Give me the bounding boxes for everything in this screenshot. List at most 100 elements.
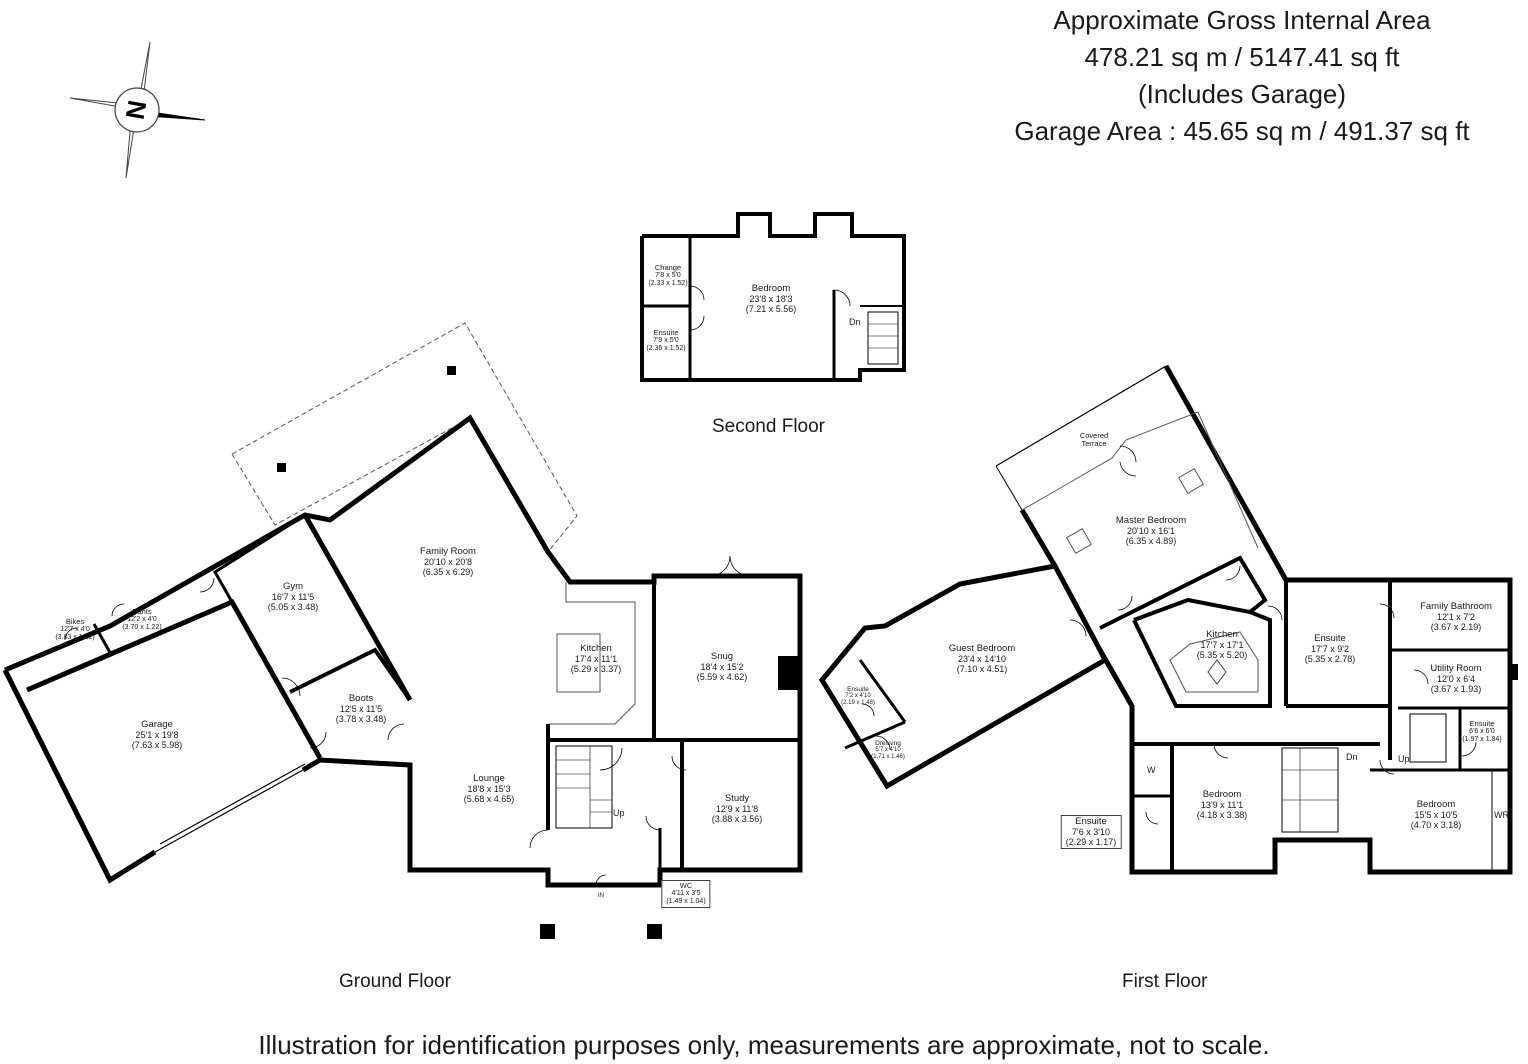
room-imperial: 15'5 x 10'5 xyxy=(1414,810,1458,820)
room-name: Bikes xyxy=(65,617,85,626)
room-study: Study 12'9 x 11'8 (3.88 x 3.56) xyxy=(711,793,763,825)
room-imperial: 7'2 x 4'10 xyxy=(845,693,871,699)
room-wc: WC 4'11 x 3'5 (1.49 x 1.04) xyxy=(661,880,711,908)
room-metric: (3.70 x 1.22) xyxy=(122,624,162,631)
room-imperial: 12'1 x 7'2 xyxy=(1437,612,1475,622)
stairs-up-label: Up xyxy=(613,808,625,818)
second-floor-plan xyxy=(640,212,906,382)
ground-floor-label: Ground Floor xyxy=(339,971,451,992)
room-name: Gym xyxy=(282,581,304,592)
compass-rose-icon: N xyxy=(69,41,206,179)
room-imperial: 23'8 x 18'3 xyxy=(749,294,793,304)
room-imperial: 17'7 x 17'1 xyxy=(1200,640,1244,650)
room-metric: (5.59 x 4.62) xyxy=(696,672,748,682)
room-name: Boots xyxy=(348,693,374,704)
room-metric: (1.49 x 1.04) xyxy=(666,898,706,905)
room-covered-terrace: Covered Terrace xyxy=(1080,432,1108,448)
room-boots: Boots 12'5 x 11'5 (3.78 x 3.48) xyxy=(336,693,387,725)
stairs-down-label: Dn xyxy=(849,317,861,327)
room-metric: (6.35 x 6.29) xyxy=(422,567,474,577)
room-bedroom-mid: Bedroom 13'9 x 11'1 (4.18 x 3.38) xyxy=(1197,789,1248,821)
room-metric: (5.35 x 5.20) xyxy=(1196,650,1248,660)
room-name: Guest Bedroom xyxy=(948,643,1016,654)
room-imperial: 16'7 x 11'5 xyxy=(271,592,315,602)
room-kitchen-first: Kitchen 17'7 x 17'1 (5.35 x 5.20) xyxy=(1196,629,1248,661)
room-metric: (1.71 x 1.46) xyxy=(871,754,905,760)
area-title: Approximate Gross Internal Area xyxy=(1053,5,1431,35)
room-metric: (4.70 x 3.18) xyxy=(1410,820,1462,830)
room-ensuite-boxed: Ensuite 7'6 x 3'10 (2.29 x 1.17) xyxy=(1060,815,1122,849)
room-garage: Garage 25'1 x 19'8 (7.63 x 5.98) xyxy=(132,720,183,751)
room-imperial: 23'4 x 14'10 xyxy=(958,654,1006,664)
room-name: Ensuite xyxy=(653,328,679,337)
disclaimer: Illustration for identification purposes… xyxy=(258,1030,1270,1060)
room-metric: (3.88 x 3.56) xyxy=(711,814,763,824)
stairs-up-label: Up xyxy=(1398,754,1410,764)
room-imperial: 20'10 x 20'8 xyxy=(424,557,472,567)
room-pants: Pants 12'2 x 4'0 (3.70 x 1.22) xyxy=(122,608,161,632)
room-metric: (5.05 x 3.48) xyxy=(267,602,319,612)
entrance-label: IN xyxy=(598,893,604,899)
room-gym: Gym 16'7 x 11'5 (5.05 x 3.48) xyxy=(267,581,319,613)
room-imperial: 5'7 x 4'10 xyxy=(875,747,901,753)
stairs-down-label: Dn xyxy=(1346,752,1358,762)
room-name: Ensuite xyxy=(847,686,869,693)
first-floor-label: First Floor xyxy=(1122,971,1208,992)
room-name: Bedroom xyxy=(1416,799,1456,810)
room-imperial: 12'7 x 4'0 xyxy=(60,626,90,633)
room-guest-bedroom: Guest Bedroom 23'4 x 14'10 (7.10 x 4.51) xyxy=(948,643,1016,675)
room-imperial: 7'9 x 5'0 xyxy=(653,337,679,344)
room-imperial: 18'4 x 15'2 xyxy=(700,662,744,672)
room-guest-ensuite: Ensuite 7'2 x 4'10 (2.19 x 1.48) xyxy=(841,686,875,707)
room-name: WC xyxy=(679,881,693,890)
room-ensuite-small: Ensuite 6'6 x 6'0 (1.97 x 1.84) xyxy=(1462,720,1501,744)
room-name: Snug xyxy=(710,651,734,662)
room-bedroom-right: Bedroom 15'5 x 10'5 (4.70 x 3.18) xyxy=(1410,799,1462,831)
room-name: Lounge xyxy=(473,773,505,784)
room-name: Kitchen xyxy=(1206,629,1238,640)
room-metric: (5.29 x 3.37) xyxy=(570,664,622,674)
room-imperial: 13'9 x 11'1 xyxy=(1200,800,1244,810)
svg-text:N: N xyxy=(120,98,153,122)
room-name: Kitchen xyxy=(580,643,612,654)
room-metric: (2.19 x 1.48) xyxy=(841,700,875,706)
room-name: Ensuite xyxy=(1075,816,1107,827)
room-imperial: 12'9 x 11'8 xyxy=(715,804,759,814)
room-name: Change xyxy=(654,263,682,272)
room-name: Ensuite xyxy=(1314,633,1346,644)
room-imperial: 7'8 x 5'0 xyxy=(655,272,681,279)
room-bedroom-second: Bedroom 23'8 x 18'3 (7.21 x 5.56) xyxy=(746,283,797,315)
room-metric: (1.97 x 1.84) xyxy=(1462,736,1502,743)
room-name: Bedroom xyxy=(1202,789,1242,800)
room-metric: (2.36 x 1.52) xyxy=(646,345,686,352)
room-imperial: 20'10 x 16'1 xyxy=(1127,526,1175,536)
room-imperial: 12'0 x 6'4 xyxy=(1437,674,1475,684)
first-floor-plan xyxy=(818,364,1518,875)
room-family-room: Family Room 20'10 x 20'8 (6.35 x 6.29) xyxy=(420,546,476,578)
room-name: Bedroom xyxy=(751,283,791,294)
room-metric: (2.29 x 1.17) xyxy=(1065,837,1117,847)
room-kitchen-ground: Kitchen 17'4 x 11'1 (5.29 x 3.37) xyxy=(570,643,622,675)
room-master-bedroom: Master Bedroom 20'10 x 16'1 (6.35 x 4.89… xyxy=(1116,516,1186,547)
includes-garage-note: (Includes Garage) xyxy=(1137,79,1347,109)
room-utility-room: Utility Room 12'0 x 6'4 (3.67 x 1.93) xyxy=(1430,663,1482,695)
room-lounge: Lounge 18'8 x 15'3 (5.68 x 4.65) xyxy=(464,773,515,805)
room-snug: Snug 18'4 x 15'2 (5.59 x 4.62) xyxy=(696,651,748,683)
room-change: Change 7'8 x 5'0 (2.33 x 1.52) xyxy=(648,264,687,288)
room-name: Utility Room xyxy=(1430,663,1482,674)
ground-floor-plan xyxy=(2,322,803,939)
room-name: Family Room xyxy=(420,546,476,557)
room-family-bathroom: Family Bathroom 12'1 x 7'2 (3.67 x 2.19) xyxy=(1420,601,1492,633)
room-name: Dressing xyxy=(875,740,901,747)
second-floor-label: Second Floor xyxy=(712,416,826,437)
room-name: Family Bathroom xyxy=(1420,601,1492,612)
room-metric: (6.35 x 4.89) xyxy=(1125,536,1177,546)
wardrobe-label: WR xyxy=(1494,810,1509,820)
room-imperial: 17'4 x 11'1 xyxy=(574,654,618,664)
room-name: Study xyxy=(724,793,750,804)
room-imperial: 7'6 x 3'10 xyxy=(1072,827,1110,837)
room-metric: (7.10 x 4.51) xyxy=(956,664,1008,674)
room-imperial: 12'5 x 11'5 xyxy=(339,704,383,714)
room-imperial: 17'7 x 9'2 xyxy=(1311,644,1349,654)
